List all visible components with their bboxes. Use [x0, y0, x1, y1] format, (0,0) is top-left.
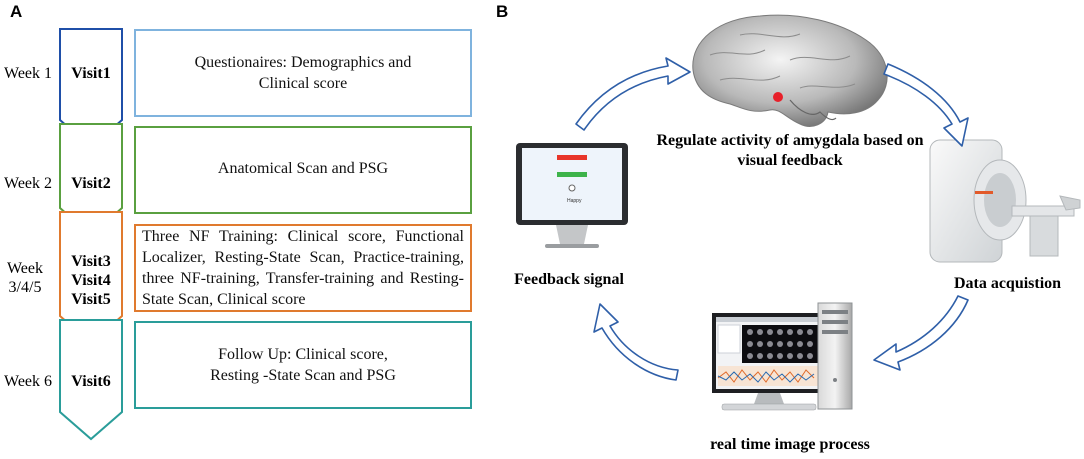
visit2-description-box: Anatomical Scan and PSG — [134, 126, 472, 214]
visit5-label: Visit5 — [71, 291, 111, 308]
visit6-description: Follow Up: Clinical score, Resting -Stat… — [210, 346, 396, 384]
arrow-computer-to-monitor — [593, 303, 679, 381]
loop-arrows — [575, 57, 969, 381]
visit6-description-box: Follow Up: Clinical score, Resting -Stat… — [134, 321, 472, 409]
arrow-monitor-to-brain — [575, 57, 691, 131]
feedback-signal-label: Feedback signal — [514, 271, 624, 288]
week-2-label: Week 2 — [4, 175, 53, 192]
amygdala-marker — [773, 92, 783, 102]
visit2-label: Visit2 — [71, 175, 111, 192]
visit6-label: Visit6 — [71, 373, 111, 390]
visit3-label: Visit3 — [71, 253, 111, 270]
visit345-description-box: Three NF Training: Clinical score, Funct… — [134, 224, 472, 312]
week-1-label: Week 1 — [4, 65, 53, 82]
mri-scanner-image — [929, 139, 1081, 263]
arrow-scanner-to-computer — [873, 295, 969, 371]
feedback-monitor — [516, 143, 628, 248]
panel-label-b: B — [496, 2, 509, 21]
week-345-label: Week 3/4/5 — [6, 260, 44, 296]
visit1-label: Visit1 — [71, 65, 111, 82]
feedback-screen-text: Happy — [567, 198, 582, 204]
visit1-description-box: Questionaires: Demographics and Clinical… — [134, 29, 472, 117]
visit345-description: Three NF Training: Clinical score, Funct… — [142, 228, 464, 308]
week-6-label: Week 6 — [4, 373, 53, 390]
panel-label-a: A — [10, 2, 23, 21]
computer-image — [712, 302, 853, 411]
chevron-visit6 — [59, 319, 123, 441]
regulate-label: Regulate activity of amygdala based on v… — [656, 132, 924, 169]
brain-image — [692, 14, 888, 127]
visit4-label: Visit4 — [71, 272, 111, 289]
visit1-description: Questionaires: Demographics and Clinical… — [194, 54, 412, 92]
image-process-label: real time image process — [710, 436, 870, 453]
feedback-dot — [568, 184, 576, 192]
arrow-brain-to-scanner — [883, 63, 969, 147]
data-acquisition-label: Data acquistion — [953, 275, 1062, 292]
visit2-description: Anatomical Scan and PSG — [217, 160, 389, 177]
feedback-bar-green — [557, 172, 587, 177]
feedback-bar-red — [557, 155, 587, 160]
